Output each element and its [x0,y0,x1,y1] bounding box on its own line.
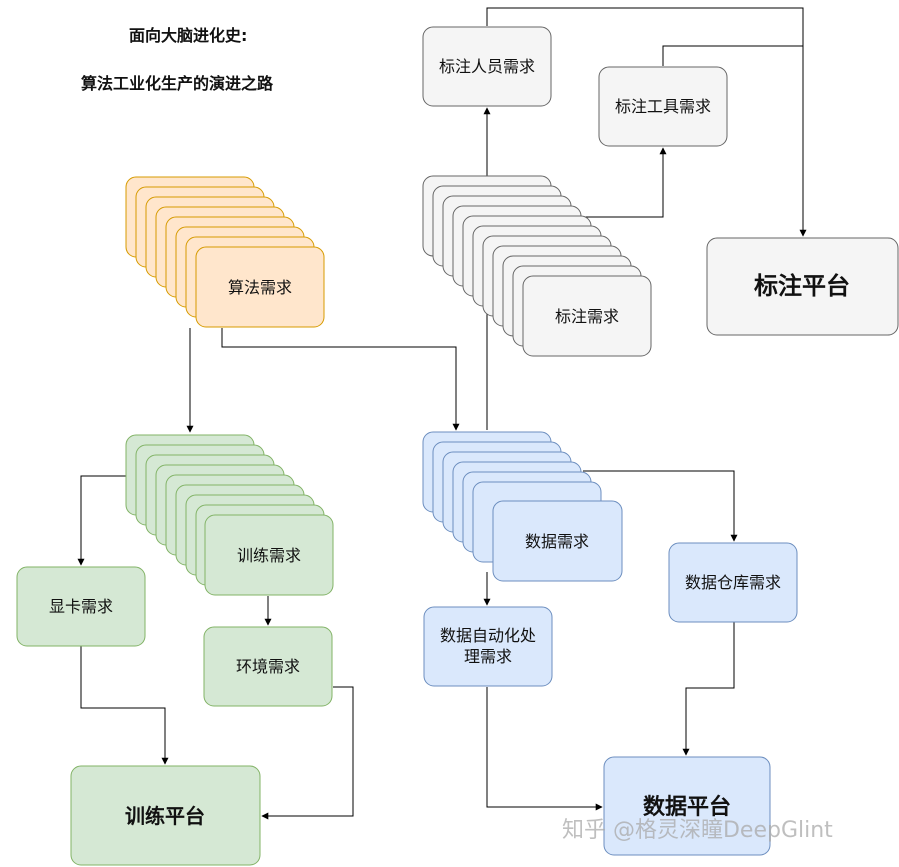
label-platform-node-label: 标注平台 [754,272,850,300]
node-auto-proc: 数据自动化处 理需求 [423,606,553,687]
data-platform-node-box [603,756,771,856]
data-platform-node-label: 数据平台 [643,794,731,820]
tool-node-label: 标注工具需求 [615,97,711,116]
node-data-stack: 数据需求 [422,431,623,582]
label-platform-node-box [706,237,899,336]
auto-proc-node-label-line-2: 理需求 [464,647,512,666]
node-label-platform: 标注平台 [706,237,899,336]
node-env: 环境需求 [203,626,333,707]
data-node-label: 数据需求 [525,532,589,551]
edge-warehouse-to-data-platform [682,622,735,756]
node-warehouse: 数据仓库需求 [668,542,798,623]
edge-autoproc-to-data-platform [486,687,603,811]
connectors [77,7,807,820]
auto-proc-node-label-line-1: 数据自动化处 [440,626,536,645]
tool-node-box [598,66,728,147]
label-req-node-label: 标注需求 [555,307,619,326]
gpu-node-box [16,566,146,647]
node-gpu: 显卡需求 [16,566,146,647]
edge-algo-to-data [221,328,460,431]
edge-train-to-gpu [77,475,128,566]
node-train-platform: 训练平台 [70,765,261,866]
node-algo-stack: 算法需求 [125,176,325,328]
diagram-title-line-1: 面向大脑进化史: [129,26,248,45]
annotator-node-label: 标注人员需求 [439,57,535,76]
gpu-node-label: 显卡需求 [49,597,113,616]
node-label-req-stack: 标注需求 [422,175,652,357]
edge-label-to-tool [583,147,667,218]
train-node-box [204,514,334,596]
env-node-box [203,626,333,707]
algo-node-label: 算法需求 [228,278,292,297]
edge-annotator-to-platform [486,7,807,237]
edge-gpu-to-train-platform [80,646,169,765]
label-req-node-box [522,275,652,357]
train-platform-node-box [70,765,261,866]
diagram-title-line-2: 算法工业化生产的演进之路 [81,74,274,93]
annotator-node-box [422,26,552,107]
data-node-box [492,500,623,582]
train-platform-node-label: 训练平台 [125,804,205,828]
edge-data-to-warehouse [583,470,738,542]
watermark: 知乎 @格灵深瞳DeepGlint [562,818,833,843]
algo-node-box [195,246,325,328]
auto-proc-node-box [423,606,553,687]
edge-env-to-train-platform [261,686,354,820]
warehouse-node-box [668,542,798,623]
node-tool: 标注工具需求 [598,66,728,147]
env-node-label: 环境需求 [236,657,300,676]
node-data-platform: 数据平台 [603,756,771,856]
node-annotator: 标注人员需求 [422,26,552,107]
warehouse-node-label: 数据仓库需求 [685,573,781,592]
edge-tool-to-platform [662,45,803,66]
train-node-label: 训练需求 [237,546,301,565]
node-train-stack: 训练需求 [125,434,334,596]
